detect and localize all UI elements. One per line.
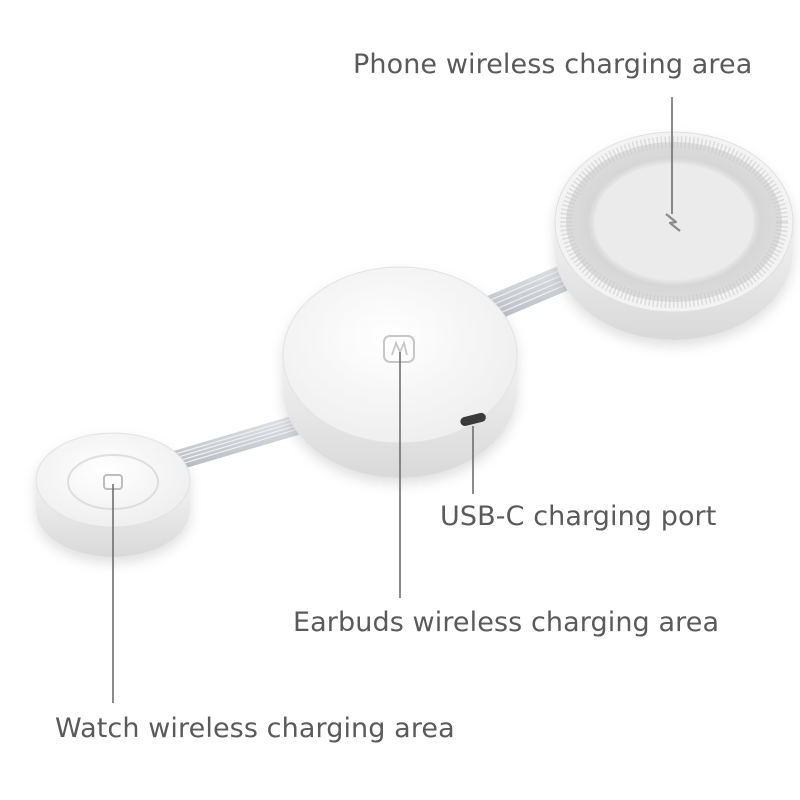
usb-c-port [460,412,486,427]
ribbon-cable-left [170,408,332,468]
earbuds-charging-area-label: Earbuds wireless charging area [293,607,720,638]
usb-c-port-label: USB-C charging port [440,501,717,532]
watch-charging-area-label: Watch wireless charging area [55,713,455,744]
phone-charging-area-label: Phone wireless charging area [353,49,753,80]
phone-charger [554,131,794,340]
lightning-icon [665,213,681,232]
